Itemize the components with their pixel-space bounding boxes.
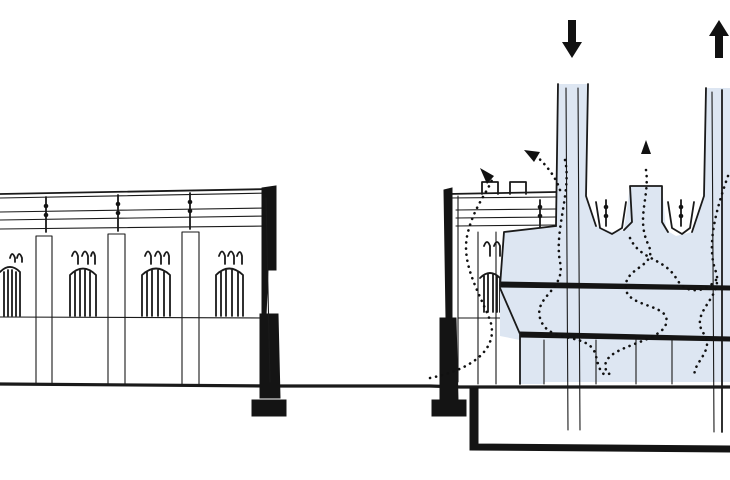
airflow-path-exhaust-chimney [693,174,730,380]
adapted-hall-section [431,83,730,453]
airflow-path-facade [428,178,494,380]
existing-hall-end-wall [261,185,277,317]
arrow-up-icon [709,20,729,58]
wall-footing [251,399,287,417]
adapted-wall-footing [431,399,467,417]
arched-windows [0,250,244,317]
airflow-path-intake-chimney [537,158,614,376]
roof-truss-ticks [43,192,193,233]
adapted-hall-end-wall [443,187,453,319]
dotted-airflow-arrow-icon [480,140,651,184]
basement-slab [469,387,730,453]
existing-hall-section [0,185,287,417]
airflow-path-ceiling [628,236,718,292]
arrow-down-icon [562,20,582,58]
pilasters [35,231,200,385]
inserted-ventilation-volume [499,83,730,433]
ground-line [0,382,730,389]
